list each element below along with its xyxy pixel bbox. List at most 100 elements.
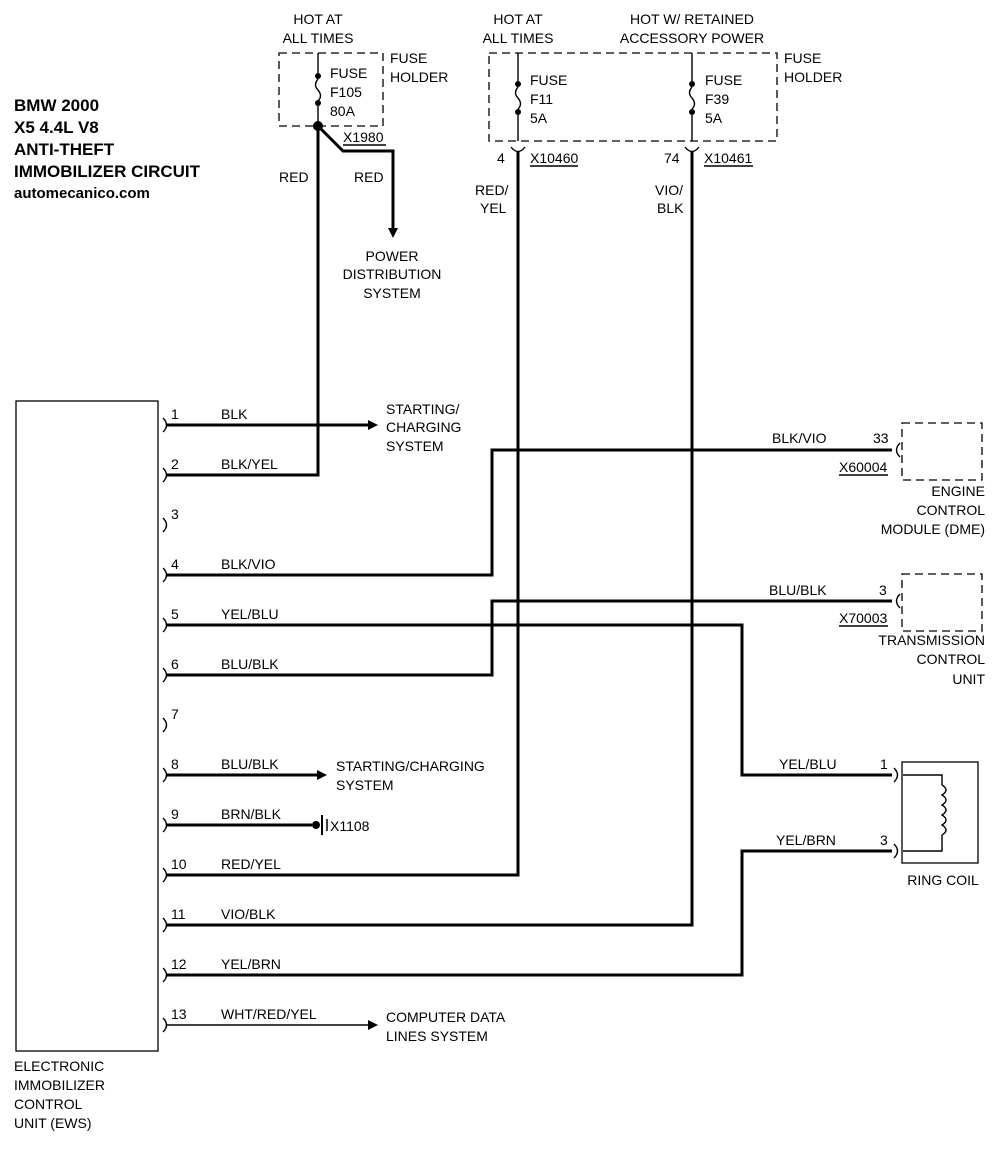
pin-symbol (162, 717, 168, 733)
svg-text:SYSTEM: SYSTEM (336, 777, 394, 793)
pin-number: 9 (171, 806, 179, 822)
svg-text:UNIT: UNIT (952, 671, 985, 687)
wire-label: RED/YEL (221, 856, 281, 872)
destination-starting-charging-8: STARTING/CHARGING SYSTEM (336, 758, 485, 793)
connector-x70003: X70003 (839, 610, 887, 626)
svg-text:HOLDER: HOLDER (390, 69, 448, 85)
pin-symbol (895, 442, 901, 458)
wire-label: YEL/BRN (221, 956, 281, 972)
title-line: IMMOBILIZER CIRCUIT (14, 162, 201, 181)
wire-label: BLU/BLK (221, 656, 279, 672)
pin-number: 5 (171, 606, 179, 622)
pin-symbol (162, 517, 168, 533)
ring-coil-box (901, 761, 979, 864)
svg-text:HOT AT: HOT AT (493, 11, 543, 27)
ews-wire-labels: BLK BLK/YEL BLK/VIO YEL/BLU BLU/BLK BLU/… (221, 406, 317, 1022)
svg-text:F105: F105 (330, 84, 362, 100)
hot-label-left: HOT AT ALL TIMES (283, 11, 354, 46)
wire-label: BLK (221, 406, 248, 422)
svg-text:YEL: YEL (480, 200, 507, 216)
pin-symbol (162, 567, 168, 583)
wire-label: BLU/BLK (769, 582, 827, 598)
pin-symbol (162, 467, 168, 483)
wire-label: BLK/VIO (772, 430, 827, 446)
connector-x10461: X10461 (704, 150, 752, 166)
pin-symbol (895, 593, 901, 609)
wire-label: BLK/YEL (221, 456, 278, 472)
wire-label: BLK/VIO (221, 556, 276, 572)
pin-number: 8 (171, 756, 179, 772)
svg-text:VIO/: VIO/ (655, 182, 683, 198)
svg-text:RED/: RED/ (475, 182, 509, 198)
ecm-box (901, 422, 983, 481)
svg-text:FUSE: FUSE (530, 72, 567, 88)
svg-text:SYSTEM: SYSTEM (386, 438, 444, 454)
svg-text:ELECTRONIC: ELECTRONIC (14, 1058, 104, 1074)
svg-text:MODULE (DME): MODULE (DME) (881, 521, 985, 537)
svg-text:STARTING/CHARGING: STARTING/CHARGING (336, 758, 485, 774)
svg-text:HOT AT: HOT AT (293, 11, 343, 27)
svg-text:F39: F39 (705, 91, 729, 107)
pin-symbol (162, 917, 168, 933)
pin-symbol (162, 417, 168, 433)
svg-text:LINES SYSTEM: LINES SYSTEM (386, 1028, 488, 1044)
wire-label-red: RED (279, 169, 309, 185)
svg-text:CONTROL: CONTROL (14, 1096, 83, 1112)
svg-text:FUSE: FUSE (330, 65, 367, 81)
fuse-holder-right (488, 52, 778, 142)
pin-symbol (162, 617, 168, 633)
pin-number: 10 (171, 856, 187, 872)
title-line: X5 4.4L V8 (14, 118, 99, 137)
svg-text:POWER: POWER (366, 248, 419, 264)
pin-number: 12 (171, 956, 187, 972)
site-credit: automecanico.com (14, 185, 150, 202)
svg-text:COMPUTER DATA: COMPUTER DATA (386, 1009, 506, 1025)
wire-label: YEL/BRN (776, 832, 836, 848)
ground-icon (312, 815, 328, 835)
svg-text:ENGINE: ENGINE (931, 483, 985, 499)
tcu-label: TRANSMISSION CONTROL UNIT (878, 632, 985, 687)
wire-pin11-vio-blk (167, 152, 694, 927)
svg-text:ALL TIMES: ALL TIMES (283, 30, 354, 46)
wire-label-vio-blk-vertical: VIO/ BLK (655, 182, 684, 216)
svg-text:80A: 80A (330, 103, 356, 119)
wire-pin12-yel-brn (167, 849, 892, 977)
pin-symbol (162, 817, 168, 833)
pin-number: 11 (171, 906, 186, 922)
svg-text:FUSE: FUSE (390, 50, 427, 66)
pin-symbol (162, 767, 168, 783)
svg-text:FUSE: FUSE (705, 72, 742, 88)
ring-coil-label: RING COIL (907, 872, 979, 888)
fuse-holder-label-left: FUSE HOLDER (390, 50, 448, 85)
ews-module-label: ELECTRONIC IMMOBILIZER CONTROL UNIT (EWS… (14, 1058, 105, 1131)
wire-pin2-blk-yel (167, 126, 320, 477)
wire-pin10-red-yel (167, 152, 520, 877)
fuse-f11: FUSE F11 5A (514, 53, 567, 141)
fuse-f39: FUSE F39 5A (688, 53, 742, 141)
connector-symbol (510, 146, 526, 153)
svg-text:UNIT (EWS): UNIT (EWS) (14, 1115, 92, 1131)
connector-x10460: X10460 (530, 150, 578, 166)
destination-computer-data: COMPUTER DATA LINES SYSTEM (386, 1009, 506, 1044)
svg-text:ALL TIMES: ALL TIMES (483, 30, 554, 46)
pin-number: 7 (171, 706, 179, 722)
connector-x1980: X1980 (343, 129, 384, 145)
pin-number: 2 (171, 456, 179, 472)
svg-text:CONTROL: CONTROL (917, 651, 986, 667)
pin-symbol (162, 1017, 168, 1033)
wire-label: VIO/BLK (221, 906, 276, 922)
pin-symbol (893, 767, 899, 783)
title-line: BMW 2000 (14, 96, 99, 115)
wire-red-power-distribution (316, 124, 398, 238)
svg-text:5A: 5A (705, 110, 723, 126)
pin-number: 6 (171, 656, 179, 672)
hot-label-retained: HOT W/ RETAINED ACCESSORY POWER (620, 11, 764, 46)
svg-text:ACCESSORY POWER: ACCESSORY POWER (620, 30, 764, 46)
fuse-f105: FUSE F105 80A (314, 53, 367, 124)
fuse-holder-left (278, 52, 384, 127)
pin-symbol (162, 867, 168, 883)
title-line: ANTI-THEFT (14, 140, 115, 159)
pin-number: 3 (171, 506, 179, 522)
svg-text:IMMOBILIZER: IMMOBILIZER (14, 1077, 105, 1093)
wire-pin5-yel-blu (167, 623, 892, 777)
